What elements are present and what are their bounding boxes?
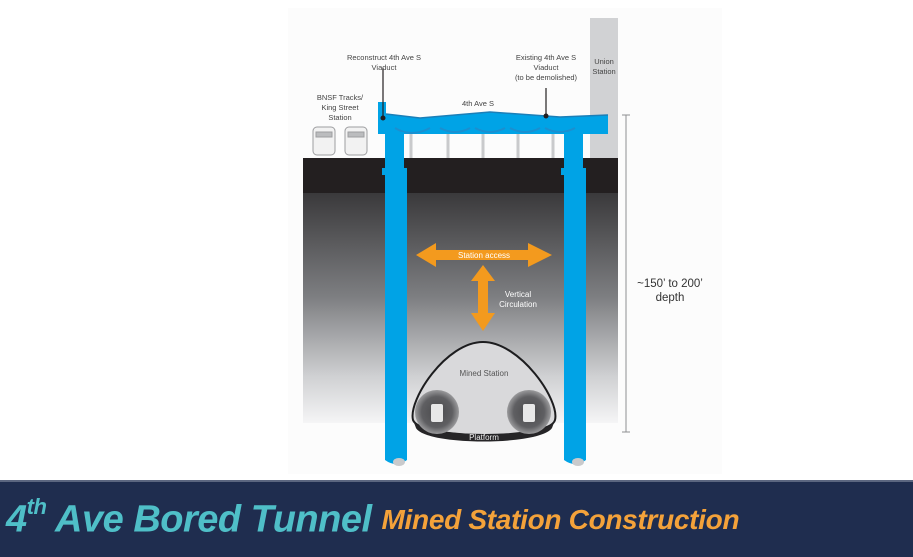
- platform-label: Platform: [469, 433, 499, 442]
- page-subtitle: Mined Station Construction: [381, 503, 740, 535]
- callout-leaders: [382, 68, 547, 116]
- union-station-label: Union: [594, 57, 614, 66]
- right-train-icon: [523, 404, 535, 422]
- existing-viaduct-label: Existing 4th Ave S: [516, 53, 576, 62]
- title-banner: 4th Ave Bored Tunnel Mined Station Const…: [0, 480, 913, 557]
- road-label: 4th Ave S: [462, 99, 494, 108]
- mined-station-label: Mined Station: [460, 369, 509, 378]
- reconstruct-callout-dot: [380, 115, 386, 121]
- left-pile: [382, 132, 407, 464]
- depth-label: ~150’ to 200’: [637, 278, 703, 290]
- title-number: 4: [6, 498, 27, 541]
- bnsf-label: BNSF Tracks/: [317, 93, 364, 102]
- reconstruct-viaduct-label-2: Viaduct: [372, 63, 398, 72]
- vertical-circulation-label-2: Circulation: [499, 300, 537, 309]
- station-access-arrow: [416, 243, 552, 267]
- title-text: Ave Bored Tunnel: [46, 498, 372, 541]
- bnsf-label-2: King Street: [321, 103, 359, 112]
- existing-viaduct-label-2: Viaduct: [534, 63, 560, 72]
- existing-viaduct-label-3: (to be demolished): [515, 73, 578, 82]
- right-pile: [561, 132, 586, 464]
- mined-station-cavern: [411, 340, 557, 442]
- vertical-circulation-label: Vertical: [505, 290, 531, 299]
- depth-label-2: depth: [656, 292, 685, 304]
- title-superscript: th: [26, 493, 47, 519]
- existing-callout-dot: [543, 113, 549, 119]
- page-title: 4th Ave Bored Tunnel: [6, 494, 372, 542]
- right-pile-base: [572, 458, 584, 466]
- depth-dimension-line: [622, 114, 630, 433]
- left-pile-base: [393, 458, 405, 466]
- bnsf-label-3: Station: [328, 113, 351, 122]
- union-station-label-2: Station: [592, 67, 615, 76]
- viaduct-deck: [378, 102, 609, 134]
- reconstruct-viaduct-label: Reconstruct 4th Ave S: [347, 53, 421, 62]
- station-access-label: Station access: [458, 251, 510, 260]
- vertical-circulation-arrow: [471, 265, 495, 331]
- tunnel-cross-section-diagram: Reconstruct 4th Ave S Viaduct Existing 4…: [303, 18, 703, 466]
- bnsf-train-icons: [312, 126, 368, 156]
- union-station-building: [590, 18, 618, 158]
- left-train-icon: [431, 404, 443, 422]
